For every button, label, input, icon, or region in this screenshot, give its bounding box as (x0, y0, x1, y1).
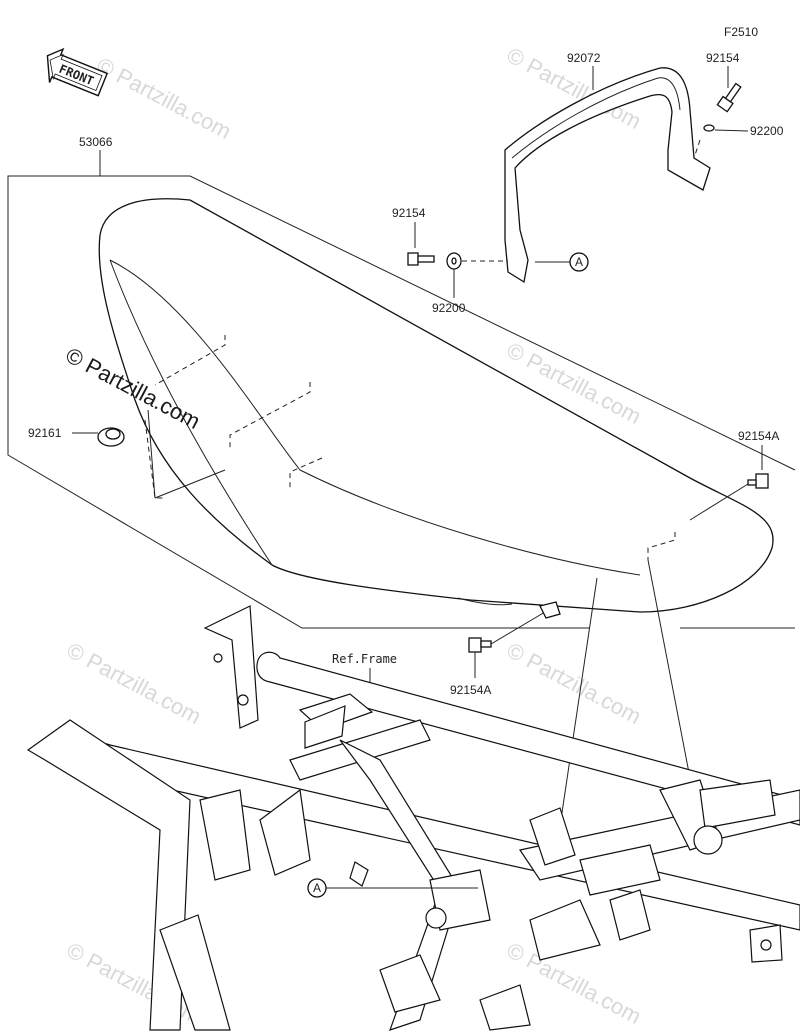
part-label-washer-top-right: 92200 (750, 124, 784, 138)
part-label-damper: 92161 (28, 426, 62, 440)
part-label-bolt-seat-rear: 92154A (738, 429, 779, 443)
washer-icon (703, 124, 715, 132)
dashed-line-1 (154, 335, 226, 386)
damper-dash (144, 419, 165, 499)
part-label-bolt-seat-front: 92154A (450, 683, 491, 697)
diagram-code: F2510 (724, 25, 758, 39)
dashed-line-4 (647, 532, 676, 560)
bolt-icon (407, 252, 435, 266)
washer-dash (693, 139, 701, 159)
grab-bar-92072 (504, 67, 711, 284)
part-label-bolt-top-right: 92154 (706, 51, 740, 65)
seat-front-hook (539, 601, 561, 619)
motorcycle-frame (26, 605, 800, 1031)
part-label-bolt-mid: 92154 (392, 206, 426, 220)
bolt-icon (747, 473, 769, 489)
watermark-1: © Partzilla.com (93, 52, 236, 144)
callout-a-circle-top (569, 252, 589, 272)
bolt-seat-front-axis (490, 611, 546, 645)
bolt-icon (716, 82, 742, 113)
washer-top-right-leader (714, 129, 749, 132)
bolt-seat-rear-axis (689, 483, 749, 521)
damper-pointer (154, 469, 226, 499)
seat-bracket-top (100, 175, 796, 471)
watermark-4: © Partzilla.com (63, 637, 206, 729)
dashed-line-2 (229, 382, 311, 450)
dashed-line-3 (289, 457, 323, 488)
part-label-grab-bar: 92072 (567, 51, 601, 65)
washer-hole (451, 257, 457, 265)
part-label-seat: 53066 (79, 135, 113, 149)
callout-a-label-top: A (575, 255, 583, 269)
watermark-5: © Partzilla.com (503, 637, 646, 729)
damper-92161 (97, 427, 125, 447)
front-arrow-icon: FRONT (46, 47, 109, 97)
ref-frame-label: Ref.Frame (332, 652, 397, 666)
bolt-icon (468, 637, 492, 653)
callout-a-label-bottom: A (313, 881, 321, 895)
seat-53066 (98, 198, 774, 613)
part-label-washer-mid: 92200 (432, 301, 466, 315)
guide-line-1 (559, 577, 598, 827)
seat-bracket-line (7, 150, 590, 629)
damper-pointer-2 (147, 409, 156, 499)
